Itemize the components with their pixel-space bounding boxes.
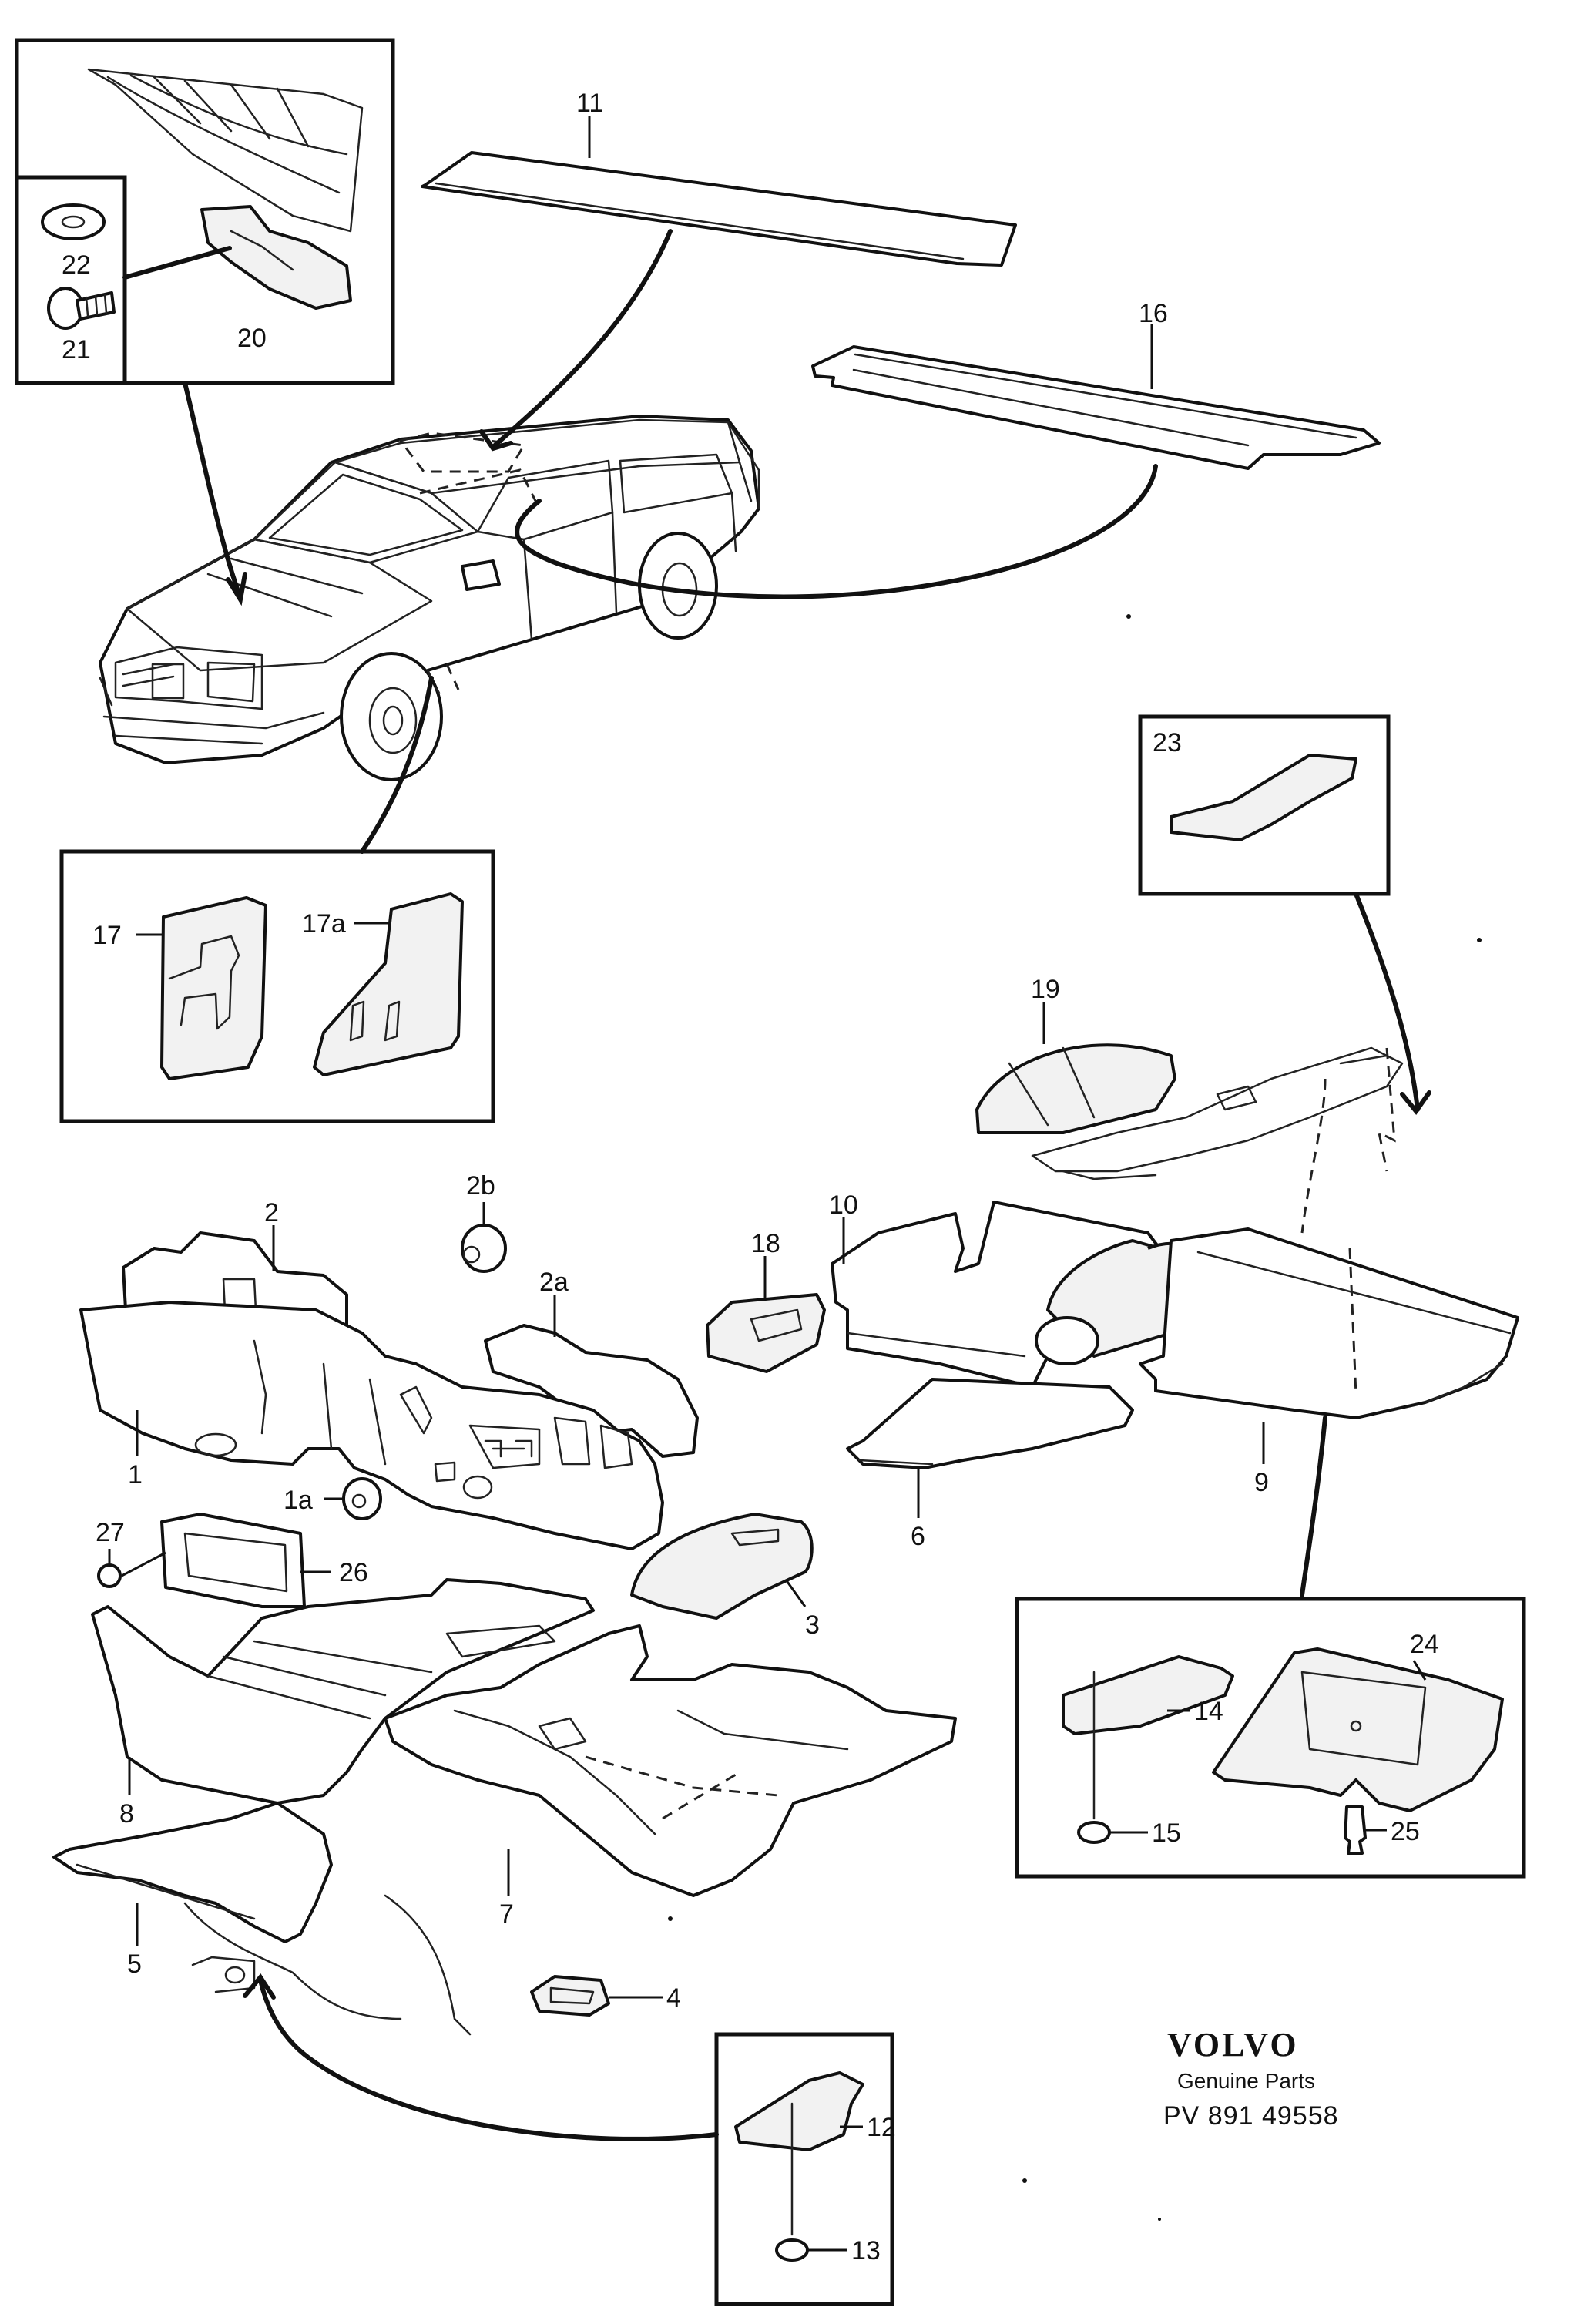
clip-22: [41, 203, 106, 240]
label-14: 14: [1194, 1697, 1223, 1726]
label-9: 9: [1254, 1468, 1269, 1497]
part-12: [734, 2071, 864, 2151]
part-2a: [484, 1295, 699, 1458]
screw-25: [1344, 1805, 1367, 1855]
part-23: [1170, 754, 1357, 841]
label-21: 21: [62, 335, 91, 364]
label-17a: 17a: [302, 909, 346, 939]
label-1: 1: [128, 1460, 143, 1489]
label-5: 5: [127, 1950, 142, 1979]
label-18: 18: [751, 1229, 780, 1258]
label-2a: 2a: [539, 1268, 569, 1297]
rear-floor-outline: [1031, 1046, 1404, 1234]
inset-24: [1015, 1597, 1526, 1879]
part-1: [79, 1301, 664, 1550]
part-18: [706, 1256, 826, 1373]
part-6-mat: [846, 1378, 1134, 1518]
floor-bracket: [191, 1956, 256, 1993]
part-16-strip: [811, 324, 1381, 470]
inset-hood-insulation: [15, 38, 395, 385]
label-16: 16: [1139, 299, 1168, 328]
label-27: 27: [96, 1518, 125, 1547]
part-5: [52, 1802, 472, 2036]
clip-13: [775, 2238, 809, 2262]
label-3: 3: [805, 1610, 820, 1640]
part-19: [975, 1002, 1176, 1134]
label-8: 8: [119, 1799, 134, 1829]
brand-name: VOLVO: [1167, 2026, 1299, 2064]
part-3: [630, 1513, 814, 1620]
part-10-floor: [831, 1201, 1161, 1389]
part-26: [160, 1513, 331, 1608]
label-4: 4: [666, 1983, 681, 2013]
label-15: 15: [1152, 1819, 1181, 1848]
brand-block: VOLVO Genuine Parts PV 891 49558: [1163, 2026, 1339, 2131]
label-24: 24: [1410, 1630, 1439, 1659]
inset-12: [714, 2032, 894, 2306]
part-8: [91, 1578, 595, 1805]
label-10: 10: [829, 1191, 858, 1220]
label-13: 13: [851, 2236, 881, 2265]
label-7: 7: [499, 1899, 514, 1929]
label-11: 11: [576, 89, 603, 118]
part-27: [97, 1549, 166, 1588]
front-wheel: [340, 652, 443, 781]
label-20: 20: [237, 324, 267, 353]
part-9-rear-mat: [1139, 1227, 1519, 1464]
label-1a: 1a: [284, 1486, 313, 1515]
label-6: 6: [911, 1522, 925, 1551]
label-26: 26: [339, 1558, 368, 1587]
clip-1a: [324, 1477, 382, 1520]
clip-15: [1077, 1821, 1111, 1844]
inset-17: [59, 849, 495, 1123]
callout-labels: 11 16 22 21 20 17 17a 23 19 2b 2 10 18 2…: [62, 89, 1439, 2265]
part-14: [1062, 1655, 1234, 1735]
label-17: 17: [92, 921, 122, 950]
label-2b: 2b: [466, 1171, 495, 1201]
label-19: 19: [1031, 975, 1060, 1004]
label-25: 25: [1391, 1817, 1420, 1846]
part-4: [530, 1975, 663, 2017]
stray-marks: [668, 614, 1482, 2221]
label-23: 23: [1153, 728, 1182, 757]
inset-23: [1138, 714, 1391, 896]
label-2: 2: [264, 1198, 279, 1227]
label-12: 12: [867, 2113, 896, 2142]
car-illustration: [99, 415, 760, 781]
part-17: [160, 896, 267, 1080]
part-code: PV 891 49558: [1163, 2101, 1339, 2131]
clip-2b: [461, 1202, 507, 1273]
label-22: 22: [62, 250, 91, 280]
part-7: [384, 1624, 957, 1897]
brand-tagline: Genuine Parts: [1177, 2069, 1315, 2093]
part-11-strip: [421, 116, 1017, 267]
